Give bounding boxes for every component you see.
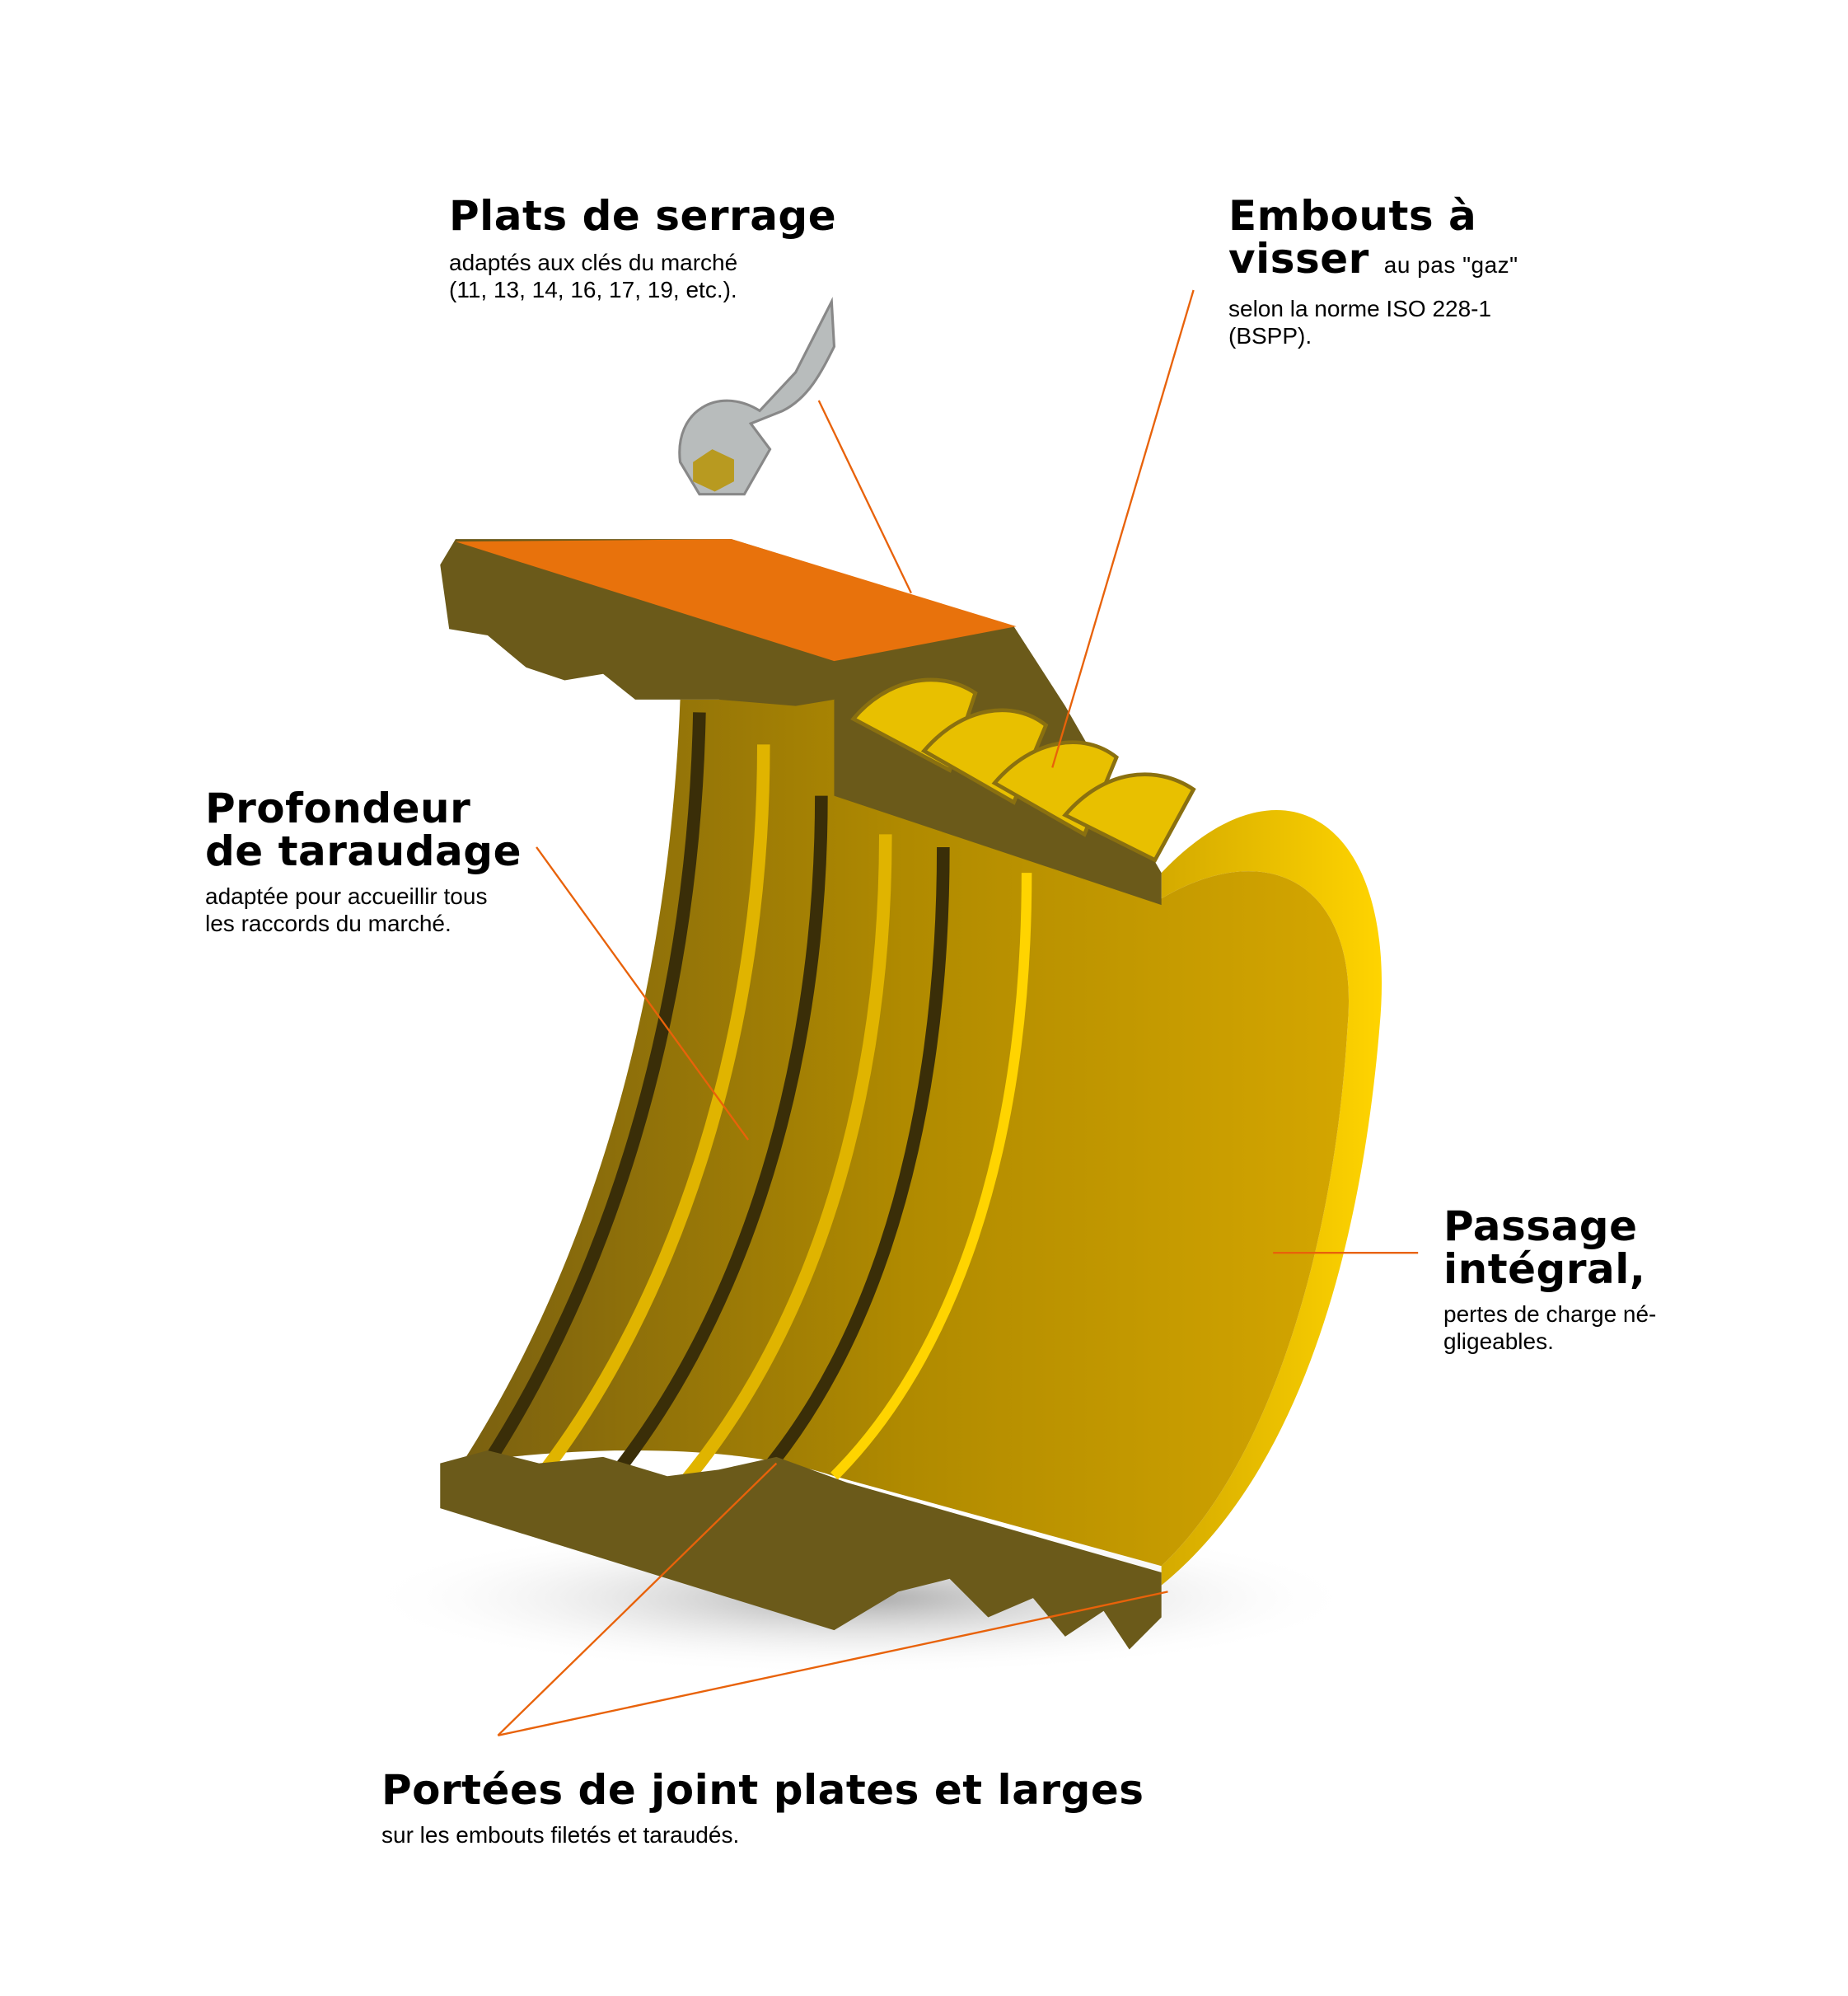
callout-text: selon la norme ISO 228-1 <box>1228 296 1492 321</box>
callout-title: Passage <box>1443 1202 1638 1250</box>
callout-text: les raccords du marché. <box>205 911 451 936</box>
internal-threads <box>482 712 1032 1520</box>
callout-text: adaptée pour accueillir tous <box>205 883 488 909</box>
callout-title: intégral, <box>1443 1245 1646 1293</box>
callout-title: Embouts à <box>1228 192 1477 240</box>
callout-title: visser <box>1228 235 1369 283</box>
callout-title: Portées de joint plates et larges <box>381 1766 1144 1814</box>
callout-title: Profondeur <box>205 785 471 832</box>
callout-plats-de-serrage: Plats de serrage adaptés aux clés du mar… <box>449 194 836 303</box>
wrench-flat <box>455 539 1017 662</box>
fitting-outer-ring <box>1161 809 1382 1586</box>
callout-text: pertes de charge né- <box>1443 1301 1657 1327</box>
callout-text: sur les embouts filetés et taraudés. <box>381 1822 740 1848</box>
callout-title: Plats de serrage <box>449 192 837 240</box>
callout-passage-integral: Passage intégral, pertes de charge né- g… <box>1443 1205 1656 1355</box>
bottom-section-cut <box>440 1450 1162 1650</box>
wrench-icon <box>678 297 836 496</box>
callout-portees-de-joint: Portées de joint plates et larges sur le… <box>381 1769 1144 1848</box>
callout-title: de taraudage <box>205 827 522 875</box>
callout-text: (BSPP). <box>1228 323 1312 349</box>
callout-profondeur-de-taraudage: Profondeur de taraudage adaptée pour acc… <box>205 787 522 937</box>
leader-lines <box>497 289 1419 1736</box>
callout-text: gligeables. <box>1443 1328 1554 1354</box>
callout-embouts-a-visser: Embouts à visser au pas "gaz" selon la n… <box>1228 194 1518 349</box>
external-threads <box>850 677 1196 863</box>
callout-text: au pas "gaz" <box>1383 252 1518 278</box>
callout-text: (11, 13, 14, 16, 17, 19, etc.). <box>449 277 737 302</box>
callout-text: adaptés aux clés du marché <box>449 250 738 275</box>
